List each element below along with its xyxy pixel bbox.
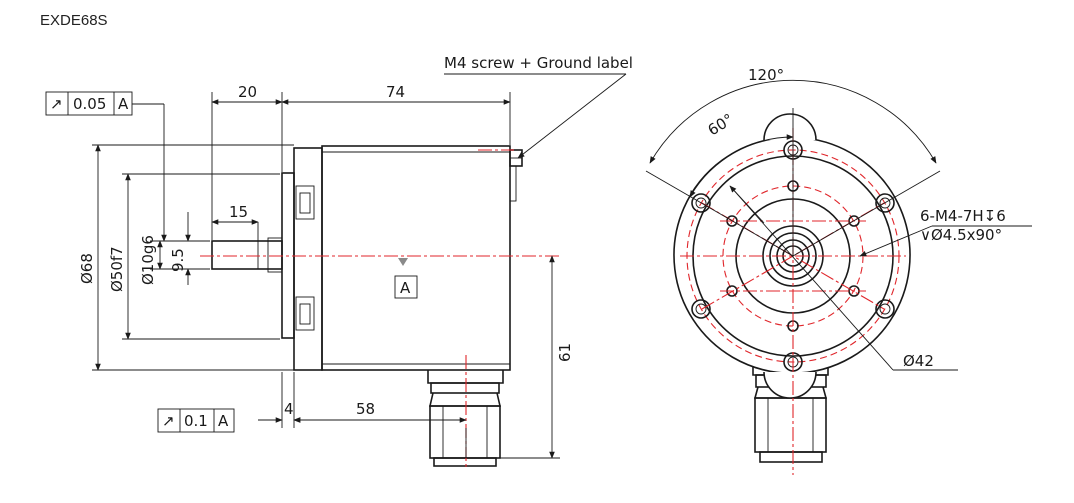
dim-shaft-length: 20 [238, 83, 257, 101]
dim-flat-length: 15 [229, 203, 248, 221]
screw-note: M4 screw + Ground label [444, 54, 633, 72]
angle-inner: 60° [705, 110, 737, 139]
angle-outer: 120° [748, 66, 784, 84]
dim-flat-height: 9.5 [169, 248, 187, 272]
runout-tolerance-bottom: ↗ 0.1 A [157, 408, 235, 433]
encoder-body [321, 145, 511, 371]
dim-flange-thickness: 4 [284, 400, 294, 418]
tolerance-top-symbol: ↗ [50, 95, 63, 113]
shaft [211, 240, 283, 270]
pcd-note: Ø42 [903, 352, 934, 370]
dim-body-length: 74 [386, 83, 405, 101]
tolerance-bottom-value: 0.1 [184, 412, 208, 430]
dim-body-dia: Ø68 [78, 253, 96, 284]
front-view: 120° 60° 6-M4-7H↧6 ∨Ø4.5x90° Ø42 [645, 66, 1032, 475]
tolerance-top-value: 0.05 [73, 95, 106, 113]
tolerance-bottom-datum: A [218, 412, 229, 430]
dim-shaft-dia: Ø10g6 [139, 235, 157, 285]
dim-connector-offset: 58 [356, 400, 375, 418]
runout-tolerance-top: ↗ 0.05 A [45, 91, 167, 242]
side-view: A 20 74 15 [45, 54, 633, 470]
tolerance-top-datum: A [118, 95, 129, 113]
thread-note: 6-M4-7H↧6 [920, 207, 1006, 225]
countersink-note: ∨Ø4.5x90° [920, 226, 1002, 244]
datum-label: A [400, 279, 411, 297]
dim-center-height: 61 [556, 343, 574, 362]
drawing-title: EXDE68S [40, 12, 108, 29]
tolerance-bottom-symbol: ↗ [162, 412, 175, 430]
dim-spigot-dia: Ø50f7 [108, 246, 126, 292]
